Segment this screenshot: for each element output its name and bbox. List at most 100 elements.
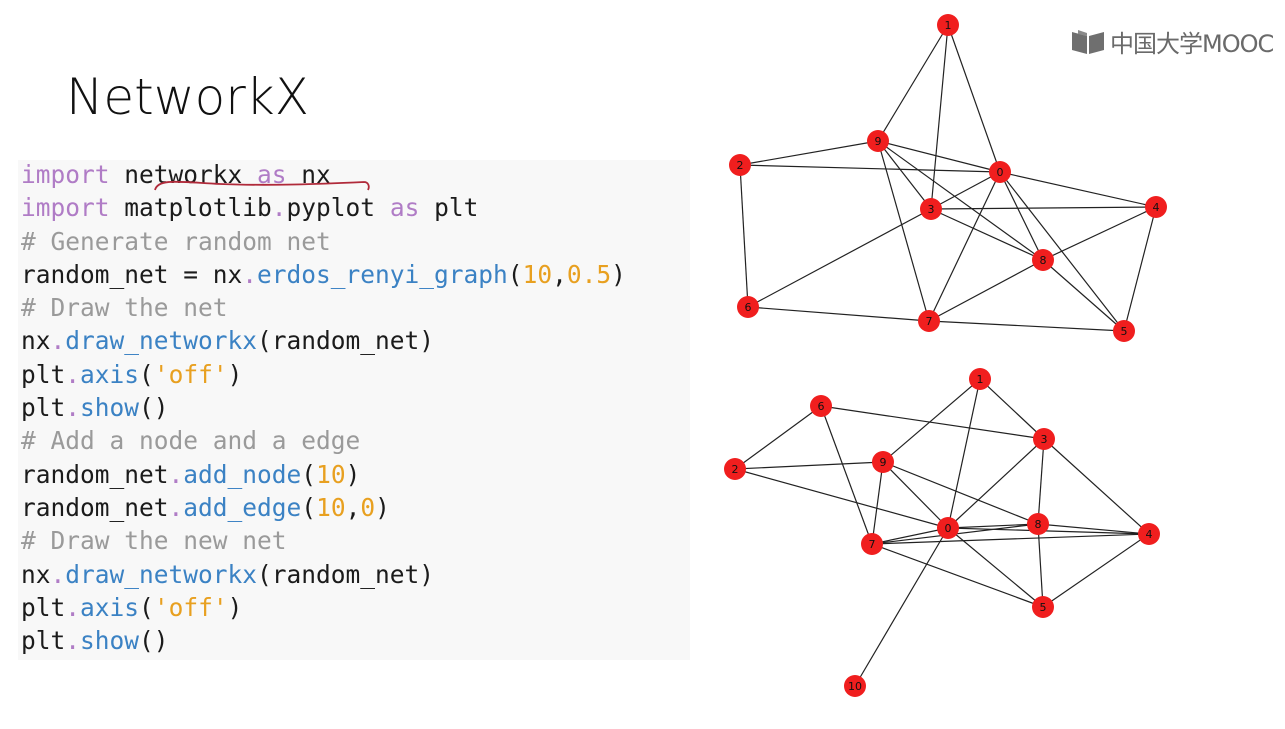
code-token: . <box>65 626 81 656</box>
graph-node-circle <box>729 154 751 176</box>
code-token: # Add a node and a edge <box>21 426 361 456</box>
graph-edge <box>1042 259 1125 332</box>
graph-edge <box>930 24 949 210</box>
graph-node-label: 5 <box>1121 325 1128 338</box>
graph-edge <box>930 208 1044 261</box>
graph-node-label: 0 <box>945 522 952 535</box>
code-line: plt.axis('off') <box>21 358 626 391</box>
graph-edge <box>947 378 981 529</box>
graph-node-label: 9 <box>880 456 887 469</box>
graph-node-label: 1 <box>945 19 952 32</box>
code-token: erdos_renyi_graph <box>257 259 508 289</box>
graph-node: 10 <box>844 675 866 697</box>
code-token: plt <box>21 359 66 389</box>
code-token: () <box>139 626 169 656</box>
code-token: # Draw the new net <box>21 526 287 556</box>
graph-node-circle <box>867 130 889 152</box>
graph-node: 4 <box>1145 196 1167 218</box>
graph-node-circle <box>969 368 991 390</box>
code-token: show <box>80 393 140 423</box>
graph-node-label: 2 <box>737 159 744 172</box>
graph-node: 4 <box>1138 523 1160 545</box>
graph-node-label: 4 <box>1153 201 1160 214</box>
graph-node-circle <box>1138 523 1160 545</box>
graph-node-circle <box>861 533 883 555</box>
code-token: () <box>139 393 169 423</box>
graph-node: 5 <box>1032 596 1054 618</box>
graph-node-circle <box>724 458 746 480</box>
code-token: ( <box>301 492 317 522</box>
code-token: 0 <box>360 492 376 522</box>
graph-node-circle <box>989 161 1011 183</box>
graph-node: 9 <box>872 451 894 473</box>
code-token: nx <box>21 559 51 589</box>
code-token: . <box>65 393 81 423</box>
graph-edge <box>871 461 884 545</box>
graph-node-circle <box>918 310 940 332</box>
graph-node: 9 <box>867 130 889 152</box>
graph-node-label: 3 <box>928 203 935 216</box>
graph-edge <box>877 140 930 322</box>
mooc-book-icon <box>1072 29 1104 54</box>
graph-node-label: 4 <box>1146 528 1153 541</box>
graph-node-label: 8 <box>1035 518 1042 531</box>
code-token: (random_net) <box>257 559 435 589</box>
code-token: ( <box>507 259 523 289</box>
graph-edge <box>1042 206 1157 261</box>
graph-edge <box>1042 533 1150 608</box>
graph-edge <box>871 543 1044 608</box>
code-token: add_edge <box>183 492 302 522</box>
code-token: random_net <box>21 492 169 522</box>
graph-node: 1 <box>937 14 959 36</box>
graph-node: 3 <box>920 198 942 220</box>
graph-edge <box>947 523 1039 529</box>
graph-node: 8 <box>1027 513 1049 535</box>
graph-node-circle <box>1027 513 1049 535</box>
code-token: . <box>65 359 81 389</box>
graph-node-label: 10 <box>848 680 862 693</box>
graph-node-label: 7 <box>869 538 876 551</box>
graph-node-circle <box>937 517 959 539</box>
graph-node-circle <box>737 296 759 318</box>
code-line: random_net.add_node(10) <box>21 458 626 491</box>
graph-edge <box>1123 206 1157 332</box>
graph-edge <box>947 438 1045 529</box>
graph-edge <box>947 527 1150 535</box>
code-token: , <box>345 492 361 522</box>
graph-node-label: 6 <box>745 301 752 314</box>
graph-edge <box>1037 523 1044 608</box>
graph-node-circle <box>1032 596 1054 618</box>
code-line: plt.show() <box>21 391 626 424</box>
graph-node-label: 1 <box>977 373 984 386</box>
code-token: plt <box>21 592 66 622</box>
code-token: draw_networkx <box>65 559 258 589</box>
graph-edge <box>1043 438 1150 535</box>
graph-node-label: 8 <box>1040 254 1047 267</box>
code-line: random_net = nx.erdos_renyi_graph(10,0.5… <box>21 258 626 291</box>
code-token: ( <box>139 359 154 389</box>
graph-node-circle <box>1032 249 1054 271</box>
code-token: show <box>80 626 140 656</box>
graph-node-label: 6 <box>818 400 825 413</box>
code-line: nx.draw_networkx(random_net) <box>21 324 626 357</box>
code-token: . <box>271 193 287 223</box>
code-token: plt <box>21 626 66 656</box>
code-line: # Generate random net <box>21 225 626 258</box>
code-line: # Draw the net <box>21 291 626 324</box>
code-token: 'off' <box>153 359 228 389</box>
code-line: # Draw the new net <box>21 524 626 557</box>
graph-node-label: 0 <box>997 166 1004 179</box>
graph-node: 5 <box>1113 320 1135 342</box>
code-token: as <box>389 193 420 223</box>
code-line: # Add a node and a edge <box>21 424 626 457</box>
graph-node: 2 <box>724 458 746 480</box>
slide-title: NetworkX <box>66 68 310 126</box>
graph-node: 6 <box>737 296 759 318</box>
code-token: plt <box>21 393 66 423</box>
graph-node-label: 3 <box>1041 433 1048 446</box>
code-token: . <box>50 326 66 356</box>
graph-edge <box>820 405 873 545</box>
code-token: # Draw the net <box>21 293 228 323</box>
